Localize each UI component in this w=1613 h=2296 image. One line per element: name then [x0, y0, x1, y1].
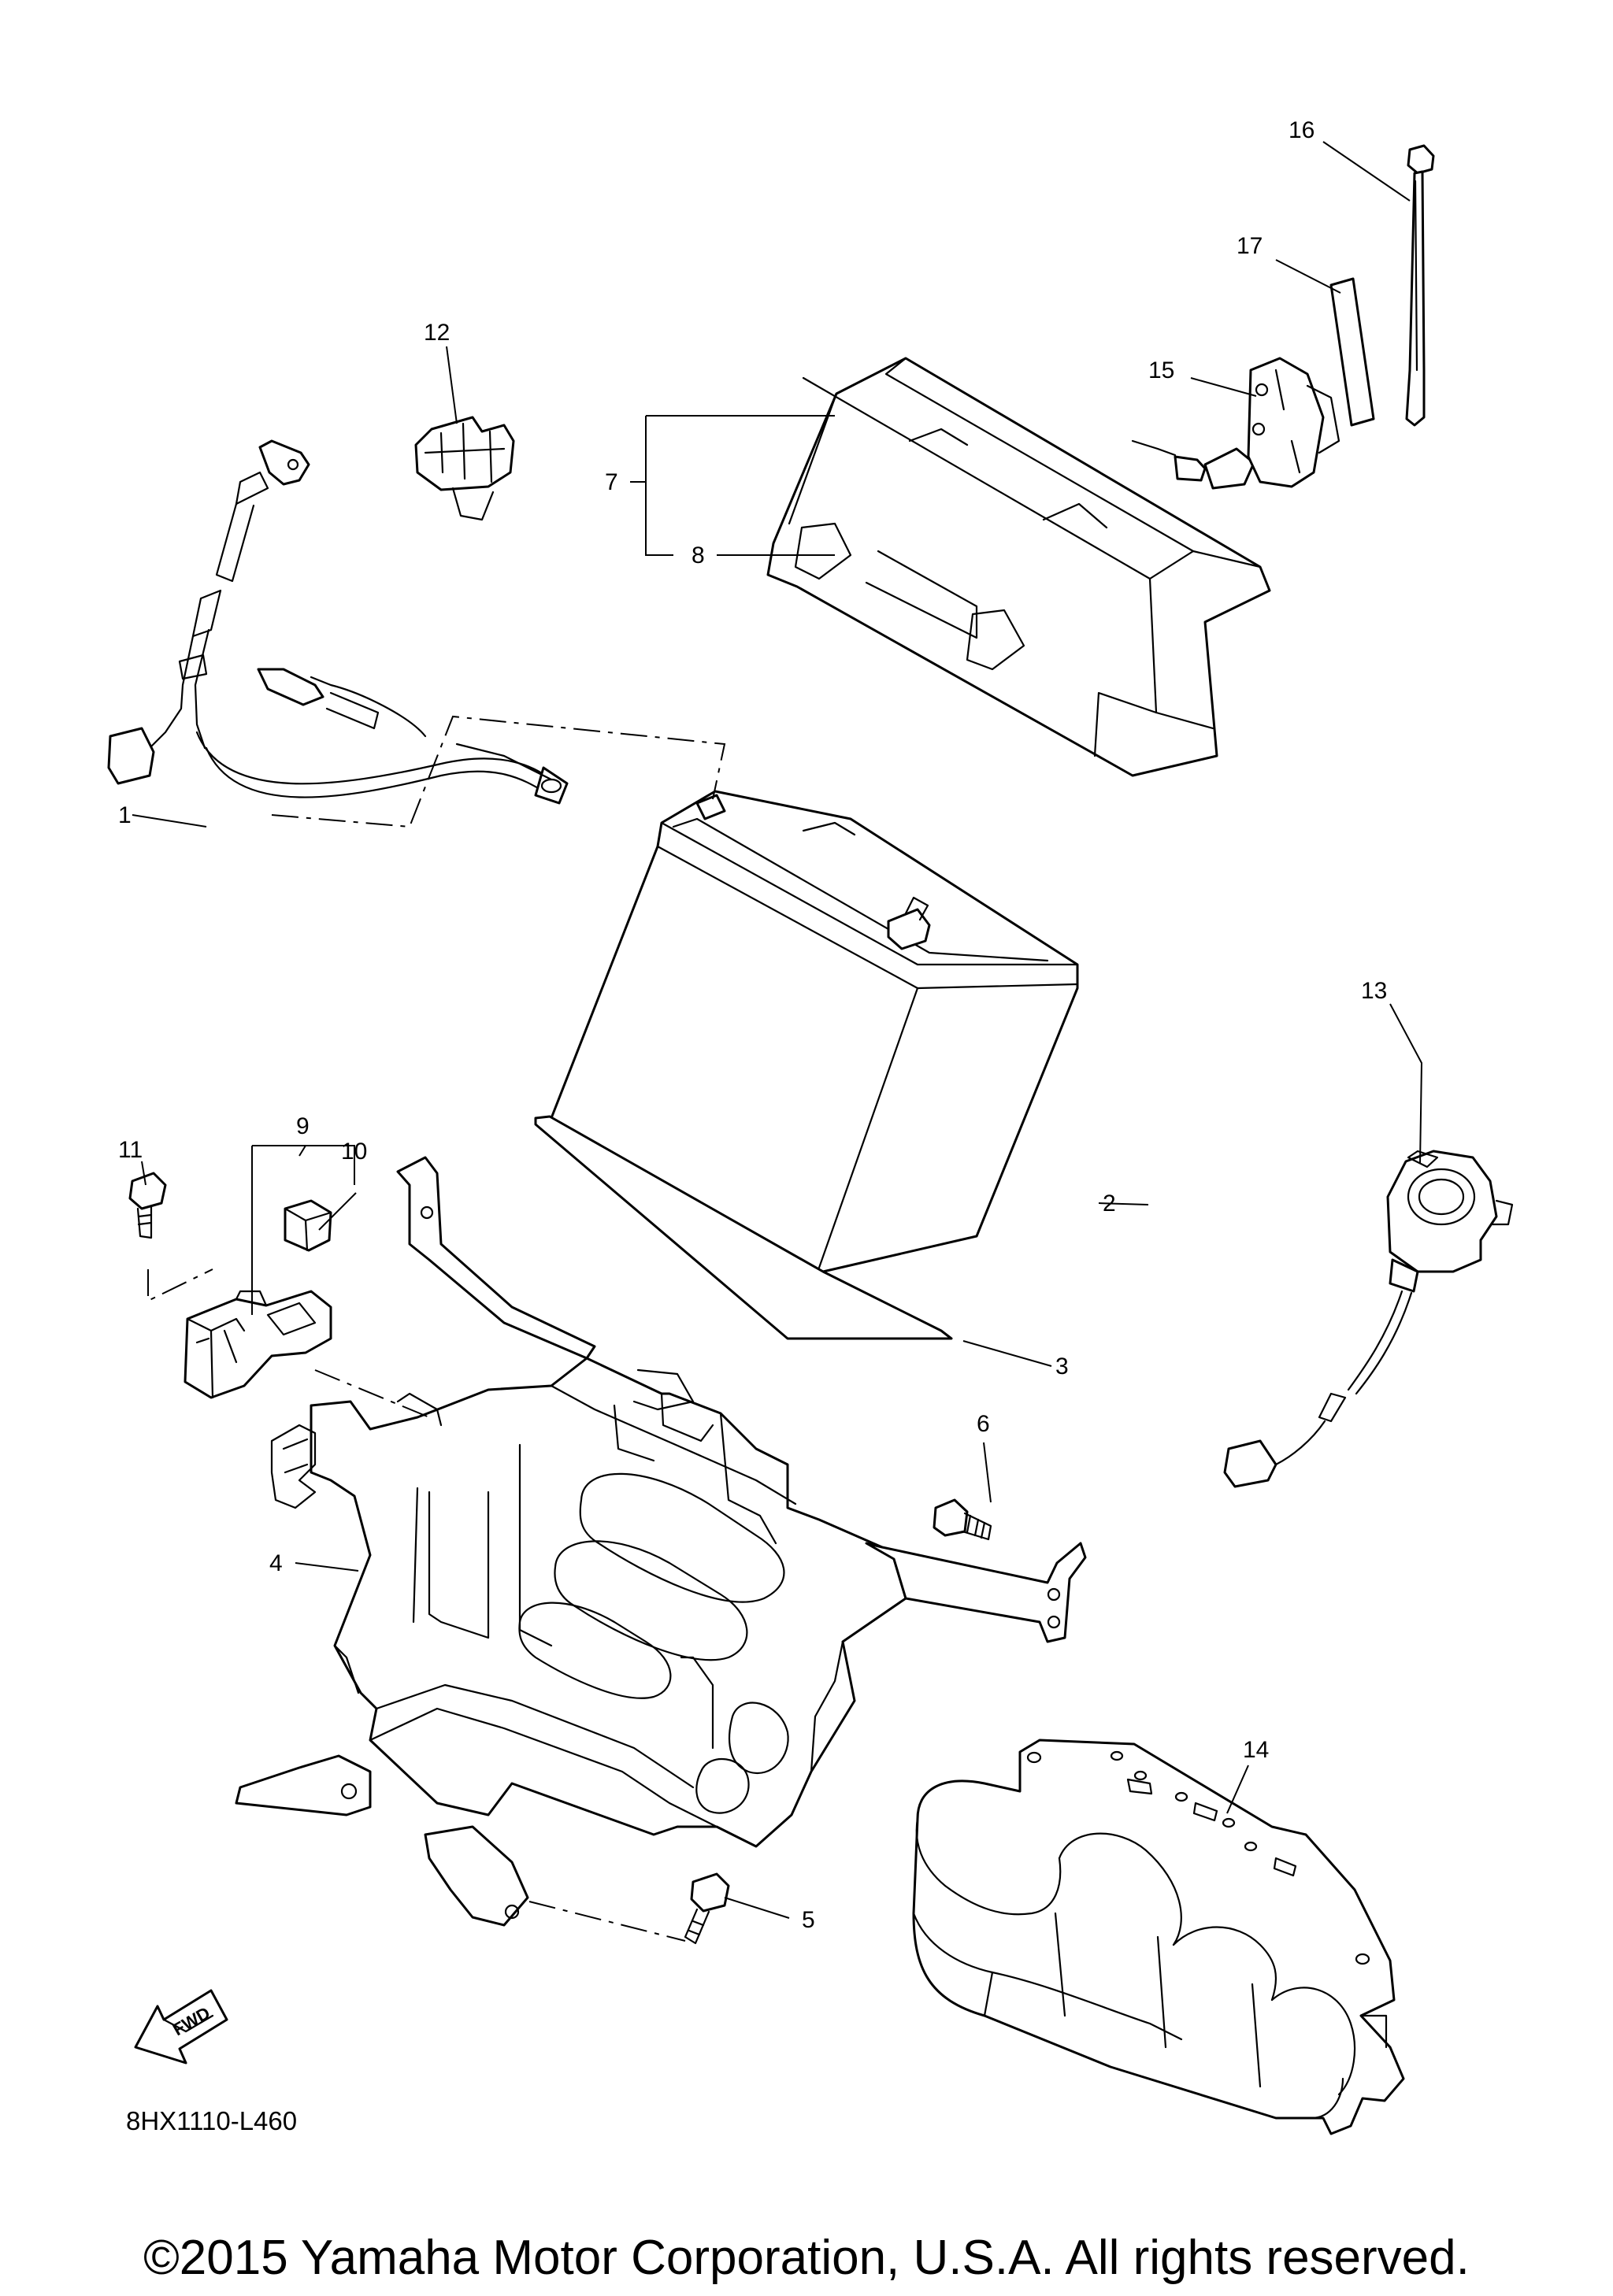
callout-3: 3: [1055, 1354, 1069, 1379]
callout-14: 14: [1243, 1737, 1269, 1763]
callout-16: 16: [1289, 117, 1315, 143]
part-14-cover: [912, 1739, 1405, 2135]
callout-8: 8: [692, 543, 705, 568]
callout-4: 4: [269, 1550, 283, 1576]
callout-numbers: 1 2 3 4 5 6 7 8 9 10 11 12 13 14 15 16 1…: [118, 117, 1387, 1933]
assembly-lines: [147, 715, 726, 1942]
callout-9: 9: [296, 1113, 310, 1139]
part-9-fuse-holder: [184, 1290, 332, 1399]
part-2-battery: [550, 790, 1079, 1273]
part-12-clip: [414, 416, 515, 521]
callout-13: 13: [1361, 978, 1387, 1004]
callout-15: 15: [1148, 357, 1174, 383]
part-4-battery-box: [235, 1156, 1087, 1927]
leader-lines: [132, 141, 1423, 1919]
callout-5: 5: [802, 1907, 815, 1933]
callout-12: 12: [424, 320, 450, 346]
part-3-battery-pad: [534, 1115, 953, 1340]
part-7-battery-cover: [766, 357, 1271, 777]
part-16-cable-tie: [1405, 144, 1435, 427]
fwd-arrow-icon: FWD: [134, 1989, 228, 2065]
callout-17: 17: [1237, 233, 1263, 259]
callout-10: 10: [341, 1139, 367, 1165]
part-15-connector: [1131, 357, 1340, 490]
part-10-fuse: [284, 1199, 332, 1252]
part-13-power-socket: [1223, 1150, 1514, 1488]
copyright-notice: ©2015 Yamaha Motor Corporation, U.S.A. A…: [143, 2231, 1470, 2285]
callout-2: 2: [1103, 1191, 1116, 1217]
part-17-pad: [1329, 277, 1375, 427]
callout-1: 1: [118, 802, 132, 828]
callout-11: 11: [118, 1137, 143, 1163]
diagram-code: 8HX1110-L460: [126, 2106, 297, 2135]
part-5-bolt: [684, 1872, 730, 1945]
callout-6: 6: [977, 1411, 990, 1437]
callout-7: 7: [605, 469, 618, 495]
part-11-bolt: [128, 1172, 167, 1239]
part-1-battery-cable: [107, 439, 569, 805]
part-6-bolt: [933, 1498, 992, 1541]
